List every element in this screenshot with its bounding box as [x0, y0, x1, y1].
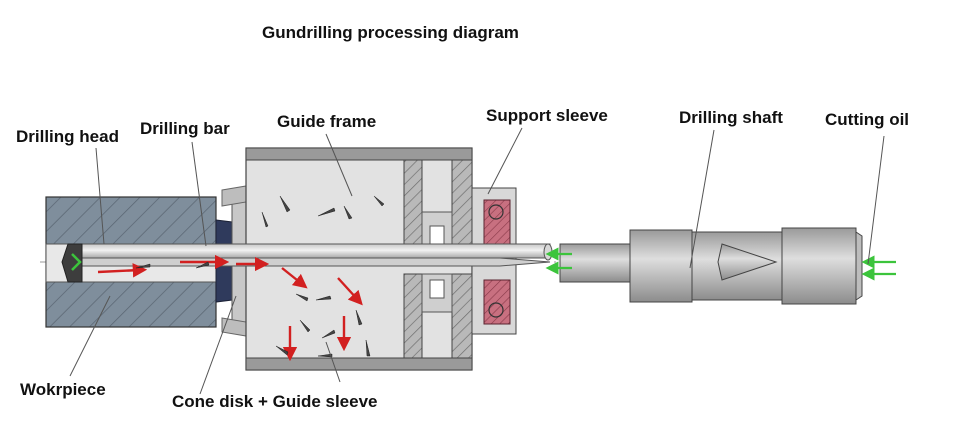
leader-lines [69, 127, 885, 395]
coolant-flow-arrows [545, 247, 896, 281]
label-guide-frame: Guide frame [277, 112, 377, 131]
drilling-shaft [559, 227, 863, 305]
label-cutting-oil: Cutting oil [825, 110, 910, 129]
label-workpiece: Wokrpiece [20, 380, 106, 399]
metal-chips [135, 195, 385, 358]
label-drilling-shaft: Drilling shaft [679, 108, 783, 127]
label-drilling-head: Drilling head [16, 127, 119, 146]
chip-flow-arrows [97, 254, 363, 362]
diagram-title: Gundrilling processing diagram [262, 23, 519, 42]
drilling-bar [81, 243, 553, 267]
label-cone-disk-guide-sleeve: Cone disk + Guide sleeve [172, 392, 378, 411]
label-drilling-bar: Drilling bar [140, 119, 230, 138]
label-support-sleeve: Support sleeve [486, 106, 608, 125]
drilling-head [61, 243, 83, 283]
